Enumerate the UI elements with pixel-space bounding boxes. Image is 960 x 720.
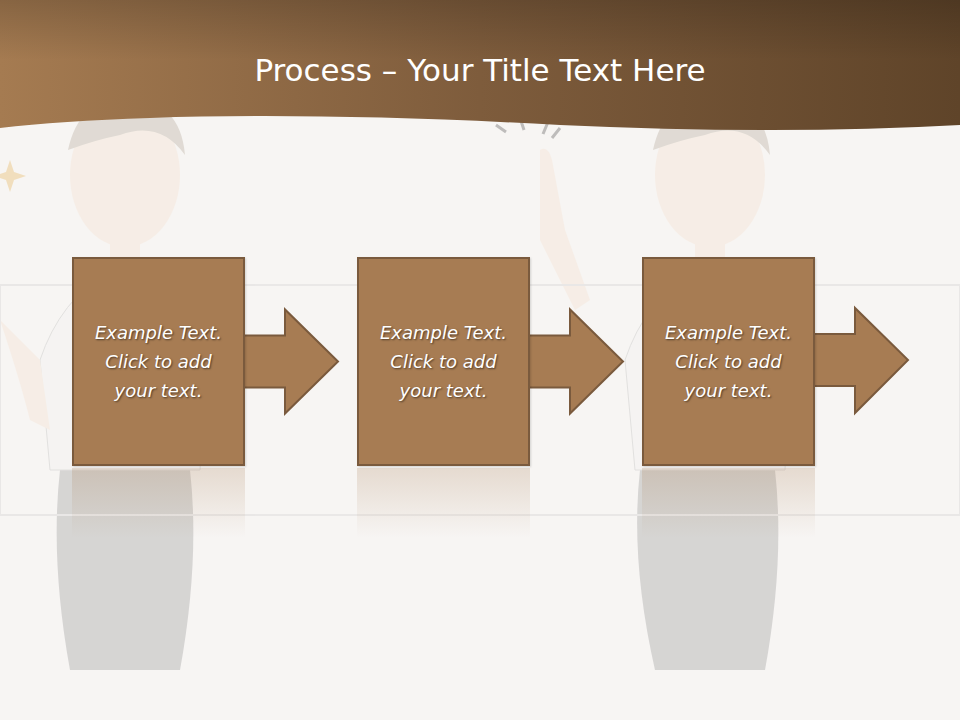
process-box: Example Text. Click to add your text. (642, 257, 815, 466)
block-arrow (527, 310, 623, 414)
process-box: Example Text. Click to add your text. (357, 257, 530, 466)
box-text: Example Text. Click to add your text. (84, 318, 233, 405)
box-text: Example Text. Click to add your text. (654, 318, 803, 405)
slide-title: Process – Your Title Text Here (0, 52, 960, 88)
process-box: Example Text. Click to add your text. (72, 257, 245, 466)
block-arrow (242, 310, 338, 414)
box-text: Example Text. Click to add your text. (369, 318, 518, 405)
